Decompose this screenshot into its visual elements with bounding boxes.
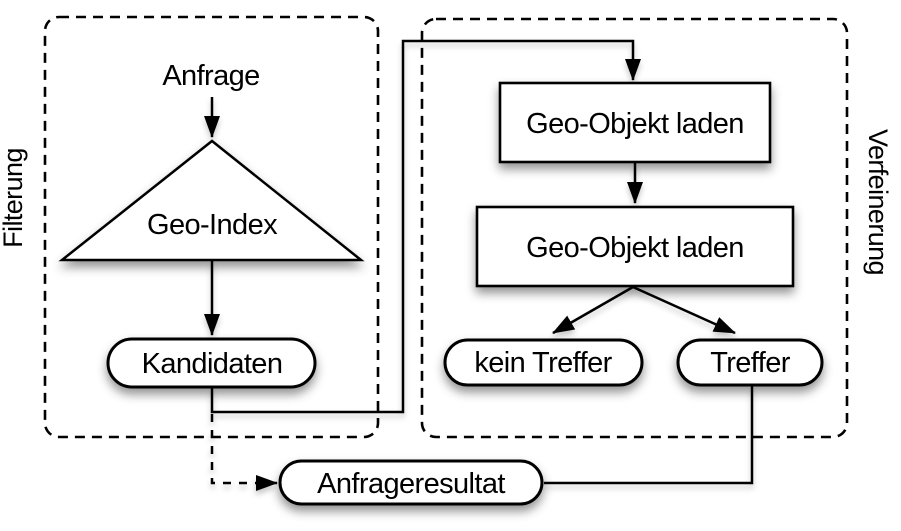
geo-index-label: Geo-Index [147, 209, 278, 241]
verfeinerung-group-box [420, 17, 849, 439]
geo-objekt-laden-1-box [498, 81, 772, 164]
geo-objekt-laden-1-label: Geo-Objekt laden [526, 108, 744, 140]
treffer-label: Treffer [710, 347, 791, 379]
anfrageresultat-label: Anfrageresultat [317, 468, 505, 500]
geo-objekt-laden-2-label: Geo-Objekt laden [526, 232, 744, 264]
arrow-geo-objekt-laden-2-to-kein-treffer [552, 285, 634, 335]
kein-treffer-pill [443, 338, 644, 387]
filterung-group-label: Filterung [0, 148, 28, 248]
geo-objekt-laden-2-box [475, 205, 795, 288]
anfrageresultat-pill [278, 459, 544, 506]
geo-index-triangle [58, 139, 365, 262]
kandidaten-pill [106, 337, 317, 389]
line-treffer-to-anfrageresultat [544, 386, 754, 485]
anfrage-label: Anfrage [162, 60, 259, 92]
dashed-arrow-kandidaten-to-anfrageresultat [210, 414, 278, 491]
arrow-kandidaten-to-geo-objekt-laden-1 [210, 39, 641, 414]
kein-treffer-label: kein Treffer [474, 347, 612, 379]
verfeinerung-group-label: Verfeinerung [863, 129, 893, 275]
treffer-pill [676, 338, 824, 387]
arrow-geo-objekt-laden-2-to-treffer [632, 285, 736, 335]
kandidaten-label: Kandidaten [142, 348, 283, 380]
